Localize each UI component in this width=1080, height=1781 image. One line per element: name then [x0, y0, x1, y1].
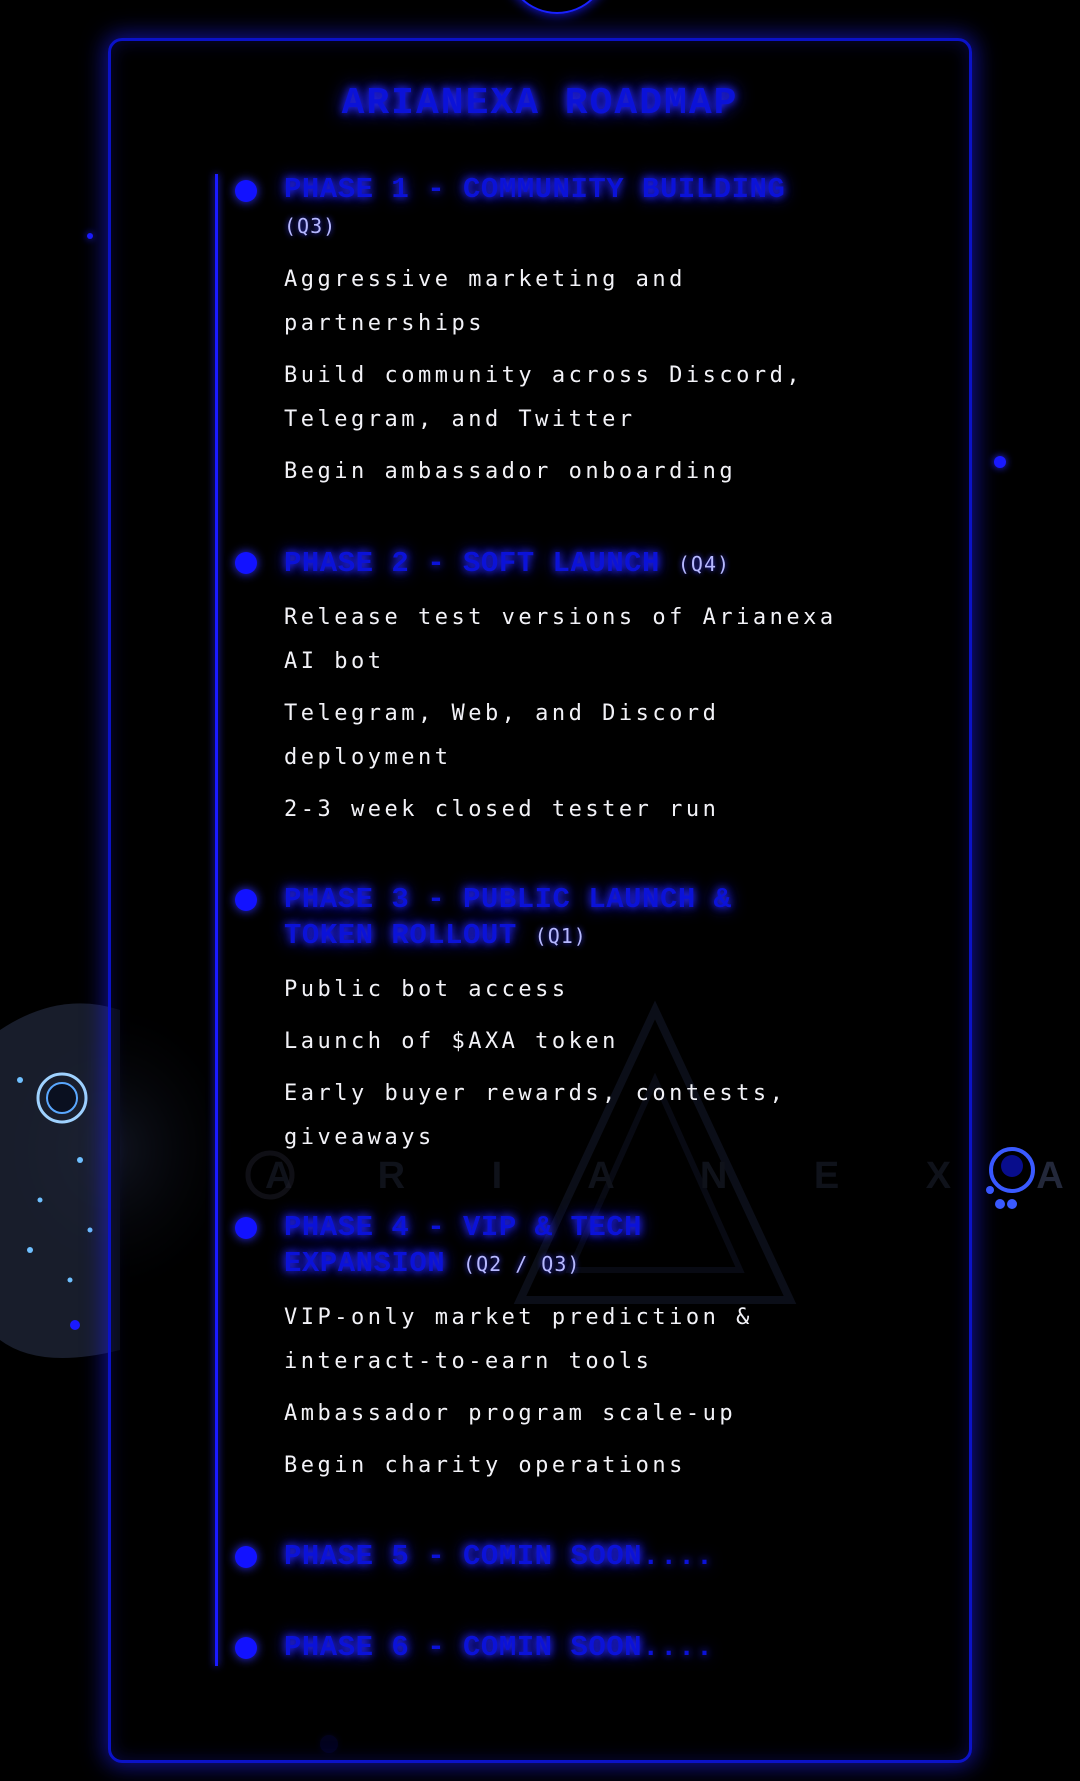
list-item: VIP-only market prediction & interact-to…: [284, 1305, 753, 1374]
phase-title: PHASE 4 - VIP & TECH EXPANSION: [284, 1211, 643, 1280]
glow-dot: [994, 456, 1006, 468]
phase-2: PHASE 2 - SOFT LAUNCH (Q4) Release test …: [235, 546, 844, 840]
phase-heading: PHASE 4 - VIP & TECH EXPANSION (Q2 / Q3): [284, 1210, 754, 1282]
timeline-dot: [235, 552, 257, 574]
phase-heading: PHASE 6 - COMIN SOON....: [284, 1630, 844, 1666]
list-item: Begin ambassador onboarding: [284, 459, 737, 484]
top-ring-decoration: [505, 0, 609, 14]
timeline-dot: [235, 1217, 257, 1239]
phase-title: PHASE 2 - SOFT LAUNCH: [284, 547, 660, 580]
list-item: Telegram, Web, and Discord deployment: [284, 701, 720, 770]
phase-title: PHASE 6 - COMIN SOON....: [284, 1631, 714, 1664]
list-item: Launch of $AXA token: [284, 1029, 619, 1054]
phase-items: Aggressive marketing and partnerships Bu…: [284, 258, 844, 494]
timeline-dot: [235, 889, 257, 911]
phase-quarter: (Q3): [284, 214, 337, 238]
list-item: Begin charity operations: [284, 1453, 686, 1478]
timeline-dot: [235, 1546, 257, 1568]
list-item: Release test versions of Arianexa AI bot: [284, 605, 837, 674]
phase-quarter: (Q4): [677, 552, 731, 576]
roadmap-card: [108, 38, 972, 1763]
list-item: Ambassador program scale-up: [284, 1401, 737, 1426]
phase-quarter: (Q2 / Q3): [463, 1252, 581, 1276]
list-item: Aggressive marketing and partnerships: [284, 267, 686, 336]
glow-dot: [87, 233, 93, 239]
phase-6: PHASE 6 - COMIN SOON....: [235, 1630, 844, 1666]
phase-5: PHASE 5 - COMIN SOON....: [235, 1539, 844, 1575]
phase-heading: PHASE 3 - PUBLIC LAUNCH & TOKEN ROLLOUT …: [284, 882, 804, 954]
phase-title: PHASE 1 - COMMUNITY BUILDING: [284, 173, 786, 206]
list-item: Build community across Discord, Telegram…: [284, 363, 804, 432]
timeline-line: [215, 174, 218, 1666]
list-item: 2-3 week closed tester run: [284, 797, 720, 822]
phase-items: Release test versions of Arianexa AI bot…: [284, 596, 844, 832]
phase-quarter: (Q1): [534, 924, 587, 948]
timeline-dot: [235, 1637, 257, 1659]
list-item: Public bot access: [284, 977, 569, 1002]
phase-heading: PHASE 2 - SOFT LAUNCH (Q4): [284, 546, 844, 582]
phase-1: PHASE 1 - COMMUNITY BUILDING (Q3) Aggress…: [235, 172, 844, 502]
phase-title: PHASE 5 - COMIN SOON....: [284, 1540, 714, 1573]
mascot-icon: [986, 1147, 1035, 1209]
phase-3: PHASE 3 - PUBLIC LAUNCH & TOKEN ROLLOUT …: [235, 882, 804, 1168]
phase-heading: PHASE 1 - COMMUNITY BUILDING (Q3): [284, 172, 844, 244]
phase-title: PHASE 3 - PUBLIC LAUNCH & TOKEN ROLLOUT: [284, 883, 732, 952]
phase-items: Public bot access Launch of $AXA token E…: [284, 968, 804, 1160]
phase-heading: PHASE 5 - COMIN SOON....: [284, 1539, 844, 1575]
phase-items: VIP-only market prediction & interact-to…: [284, 1296, 844, 1488]
page-title: ARIANEXA ROADMAP: [341, 82, 739, 125]
timeline-dot: [235, 180, 257, 202]
list-item: Early buyer rewards, contests, giveaways: [284, 1081, 787, 1150]
phase-4: PHASE 4 - VIP & TECH EXPANSION (Q2 / Q3)…: [235, 1210, 754, 1496]
